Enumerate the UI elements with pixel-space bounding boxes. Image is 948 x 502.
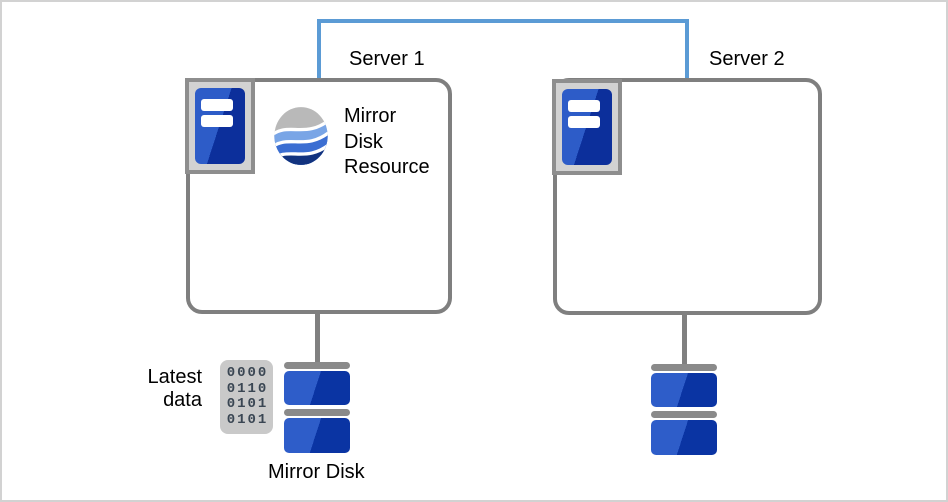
server2-label: Server 2	[709, 48, 785, 70]
binary-row: 0101	[226, 411, 269, 428]
platter-bar	[651, 411, 717, 418]
platter-bar	[651, 364, 717, 371]
mdr-line-3: Resource	[344, 156, 430, 178]
disk-platter	[651, 373, 717, 407]
drive-slot	[200, 115, 233, 127]
mirror-disk-caption: Mirror Disk	[268, 461, 365, 483]
mirror-disk-stack-icon	[284, 362, 350, 453]
drive-slot	[200, 99, 233, 111]
server1-label: Server 1	[349, 48, 425, 70]
binary-row: 0110	[226, 380, 269, 397]
server-interconnect-line	[317, 19, 689, 79]
binary-row: 0000	[226, 365, 269, 381]
latest-line-1: Latest	[147, 366, 202, 388]
drive-slot	[567, 100, 600, 112]
server2-tower-icon	[552, 79, 622, 175]
tower-body	[562, 89, 612, 165]
wave-sphere-icon	[274, 107, 328, 165]
mdr-line-2: Disk	[344, 130, 383, 153]
latest-line-2: data	[163, 389, 202, 411]
server1-disk-connector	[315, 311, 320, 362]
mdr-line-1: Mirror	[344, 105, 397, 127]
drive-slot	[567, 116, 600, 128]
binary-data-icon: 0000 0110 0101 0101	[220, 360, 273, 434]
disk-platter	[651, 420, 717, 455]
disk-platter	[284, 371, 350, 405]
disk-platter	[284, 418, 350, 453]
platter-bar	[284, 409, 350, 416]
server1-tower-icon	[185, 78, 255, 174]
mirror-disk-resource-label: Mirror Disk Resource	[344, 104, 430, 181]
latest-data-label: Latest data	[112, 366, 202, 412]
server2-disk-connector	[682, 311, 687, 364]
mirror-disk-stack-icon	[651, 364, 717, 455]
tower-body	[195, 88, 245, 164]
platter-bar	[284, 362, 350, 369]
binary-row: 0101	[226, 396, 269, 412]
